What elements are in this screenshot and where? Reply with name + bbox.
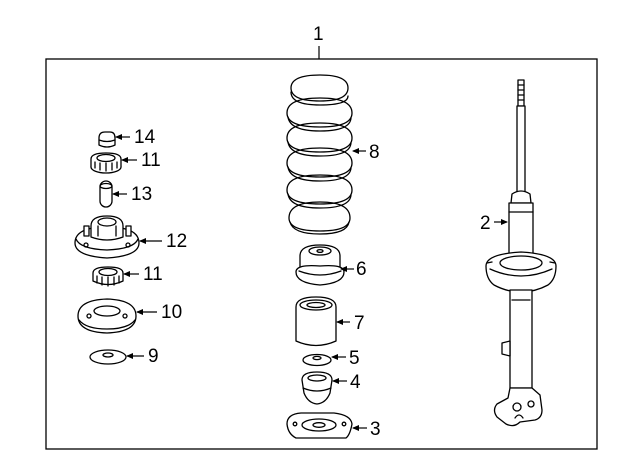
callout-label-9: 9 <box>148 346 159 367</box>
callout-label-12: 12 <box>166 231 187 252</box>
callout-label-8: 8 <box>369 142 380 163</box>
part-coil-spring <box>286 74 353 235</box>
callout-13: 13 <box>112 184 152 205</box>
part-spring-seat <box>286 412 353 439</box>
callout-label-11-upper: 11 <box>141 150 161 171</box>
callout-label-7: 7 <box>354 313 365 334</box>
part-nut <box>98 131 116 148</box>
callout-9: 9 <box>126 346 159 367</box>
part-bump-stop <box>301 371 333 405</box>
part-bushing-lower <box>92 266 124 287</box>
part-dust-boot <box>295 296 337 347</box>
callout-label-10: 10 <box>161 302 182 323</box>
part-strut-mount <box>74 215 140 259</box>
callout-5: 5 <box>331 348 360 369</box>
callout-label-5: 5 <box>349 348 360 369</box>
part-spring-insulator <box>295 244 345 286</box>
callout-14: 14 <box>115 127 156 148</box>
part-strut <box>485 79 557 427</box>
callout-label-4: 4 <box>350 372 361 393</box>
callout-6: 6 <box>340 259 367 280</box>
callout-label-3: 3 <box>370 419 381 440</box>
callout-label-11-lower: 11 <box>143 264 163 285</box>
part-mount-plate <box>77 298 137 334</box>
part-washer-9 <box>89 349 127 365</box>
diagram-frame <box>45 58 598 450</box>
callout-1: 1 <box>313 24 324 59</box>
callout-label-2: 2 <box>480 213 491 234</box>
callout-4: 4 <box>332 372 361 393</box>
part-collar <box>99 180 113 208</box>
callout-12: 12 <box>139 231 187 252</box>
callout-8: 8 <box>352 142 380 163</box>
part-washer-5 <box>302 353 332 367</box>
callout-10: 10 <box>136 302 182 323</box>
part-bushing-upper <box>90 152 122 174</box>
callout-11-lower: 11 <box>123 264 163 285</box>
callout-label-13: 13 <box>131 184 152 205</box>
callout-2: 2 <box>480 213 508 234</box>
callout-label-1: 1 <box>313 24 324 45</box>
callout-label-14: 14 <box>134 127 156 148</box>
callout-label-6: 6 <box>356 259 367 280</box>
callout-7: 7 <box>336 313 365 334</box>
callout-3: 3 <box>352 419 381 440</box>
callout-11-upper: 11 <box>121 150 161 171</box>
